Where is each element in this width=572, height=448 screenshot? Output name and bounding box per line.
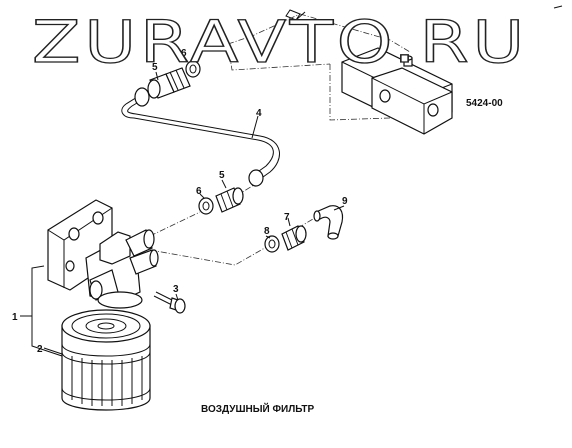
corner-mark [553,5,563,9]
callout-4: 4 [256,108,262,119]
middle-fittings [198,187,244,215]
filter-cartridge [61,309,151,411]
callout-1: 1 [12,312,18,323]
valve-block [285,9,453,135]
callout-5-upper: 5 [152,62,158,73]
callout-8: 8 [264,226,270,237]
filter-head [47,199,159,309]
callout-6-middle: 6 [196,186,202,197]
callout-7: 7 [284,212,290,223]
callout-labels: 1 2 3 4 5 5 6 6 7 8 9 [12,48,348,355]
callout-3: 3 [173,284,179,295]
right-fittings [264,205,344,253]
callout-9: 9 [342,196,348,207]
tube [121,87,280,187]
leader-lines [20,55,345,357]
part-code: 5424-00 [466,98,503,109]
callout-2: 2 [37,344,43,355]
callout-6-upper: 6 [181,48,187,59]
upper-fittings [147,60,201,99]
diagram-caption: ВОЗДУШНЫЙ ФИЛЬТР [201,402,315,415]
watermark-logo: ZURAVTO.RU [32,8,528,76]
callout-5-middle: 5 [219,170,225,181]
bolt [153,291,186,314]
